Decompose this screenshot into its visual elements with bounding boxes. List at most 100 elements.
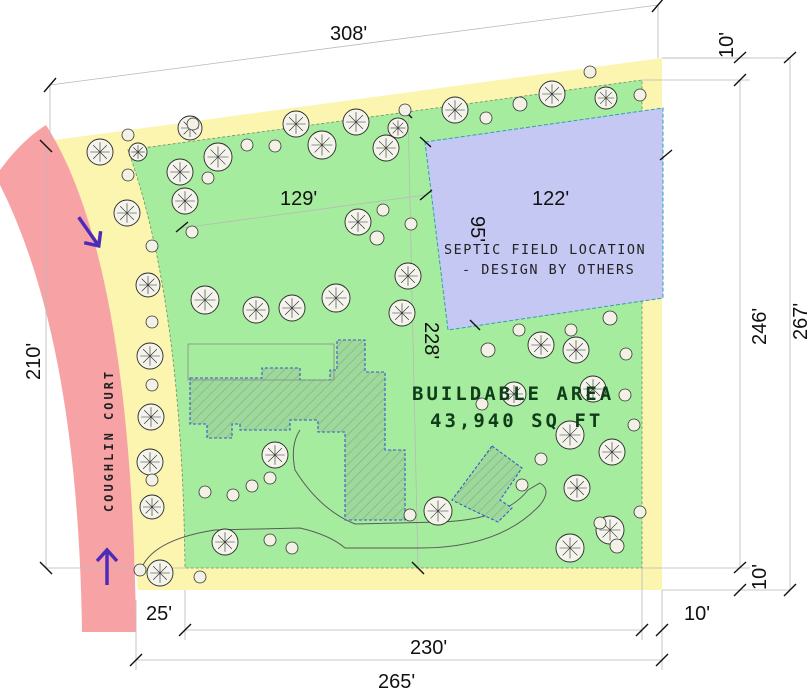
dim-buildable-depth: 228' (420, 322, 442, 359)
shrub-icon (145, 473, 159, 487)
shrub-icon (145, 239, 159, 253)
tree-icon (190, 285, 220, 315)
shrub-icon (121, 168, 135, 182)
shrub-icon (633, 88, 647, 102)
shrub-icon (198, 485, 212, 499)
tree-icon (261, 441, 289, 469)
shrub-icon (193, 570, 207, 584)
tree-icon (563, 474, 591, 502)
shrub-icon (268, 139, 282, 153)
shrub-icon (263, 471, 277, 485)
shrub-icon (185, 225, 199, 239)
trees (86, 80, 626, 587)
shrub-icon (404, 217, 418, 231)
shrub-icon (593, 516, 607, 530)
buildable-area-value: 43,940 SQ FT (430, 410, 603, 432)
garage-footprint (451, 445, 523, 523)
tree-icon (211, 528, 239, 556)
shrub-icon (145, 315, 159, 329)
shrub-icon (263, 533, 277, 547)
tree-icon (321, 283, 351, 313)
tree-icon (387, 117, 409, 139)
shrub-icon (285, 541, 299, 555)
shrub-icon (564, 323, 578, 337)
septic-field (424, 107, 664, 331)
dimension-lines (45, 4, 791, 670)
tree-icon (203, 142, 233, 172)
shrub-icon (403, 508, 417, 522)
shrub-icon (145, 378, 159, 392)
shrub-icon (186, 117, 200, 131)
shrub-icon (201, 171, 215, 185)
tree-icon (555, 420, 585, 450)
dim-right-inner-depth: 246' (749, 308, 771, 345)
shrub-icon (609, 538, 625, 554)
dim-septic-depth: 95' (466, 216, 488, 242)
shrub-icon (376, 203, 390, 217)
dim-right-total-depth: 267' (790, 303, 809, 340)
tree-icon (372, 134, 400, 162)
tree-icon (171, 187, 199, 215)
tree-icon (579, 375, 607, 403)
tree-icon (307, 130, 337, 160)
shrub-icon (398, 103, 412, 117)
tree-icon (342, 108, 370, 136)
septic-label-line2: - DESIGN BY OTHERS (462, 262, 635, 278)
tree-icon (388, 299, 416, 327)
dim-top-length: 308' (330, 23, 367, 45)
tree-icon (538, 80, 566, 108)
shrub-icon (369, 230, 385, 246)
tree-icon (136, 342, 164, 370)
tree-icon (146, 559, 174, 587)
dim-buildable-width: 129' (280, 188, 317, 210)
shrub-icon (121, 128, 135, 142)
dim-bottom-total-width: 265' (378, 671, 415, 690)
septic-label-line1: SEPTIC FIELD LOCATION (444, 242, 646, 258)
tree-icon (137, 403, 165, 431)
dim-left-depth: 210' (23, 343, 45, 380)
driveway (139, 429, 547, 573)
buildable-title: BUILDABLE AREA (412, 383, 614, 405)
shrub-icon (619, 347, 633, 361)
dim-side-setback-left: 25' (146, 603, 172, 625)
tree-icon (135, 272, 161, 298)
dim-side-setback-right: 10' (684, 603, 710, 625)
tree-icon (394, 262, 422, 290)
tree-icon (441, 96, 469, 124)
dim-septic-width: 122' (532, 188, 569, 210)
tree-icon (86, 138, 114, 166)
shrub-icon (512, 96, 528, 112)
shrub-icon (633, 505, 647, 519)
tree-icon (242, 296, 270, 324)
road-coughlin-court (0, 125, 136, 632)
tree-icon (128, 142, 148, 162)
tree-icon (282, 110, 310, 138)
tree-icon (423, 496, 453, 526)
tree-icon (344, 208, 372, 236)
shrub-icon (240, 138, 254, 152)
shrub-icon (515, 478, 529, 492)
shrub-icon (627, 418, 641, 432)
tree-icon (527, 331, 555, 359)
street-name-label: COUGHLIN COURT (102, 369, 116, 512)
shrub-icon (226, 488, 240, 502)
tree-icon (555, 533, 585, 563)
shrub-icon (602, 310, 618, 326)
shrub-icon (133, 563, 147, 577)
dim-bottom-inner-width: 230' (410, 637, 447, 659)
shrub-icon (245, 479, 259, 493)
tree-icon (562, 336, 590, 364)
house-outline-ghost (187, 343, 335, 381)
arrow-icon (95, 547, 119, 585)
tree-icon (139, 494, 165, 520)
dim-bottom-setback: 10' (749, 564, 771, 590)
shrub-icon (475, 397, 489, 411)
shrub-icon (583, 65, 597, 79)
shrub-icon (534, 452, 548, 466)
tree-icon (278, 294, 306, 322)
arrow-icon (77, 216, 103, 249)
shrub-icon (618, 388, 632, 402)
shrub-icon (480, 342, 496, 358)
tree-icon (598, 438, 626, 466)
